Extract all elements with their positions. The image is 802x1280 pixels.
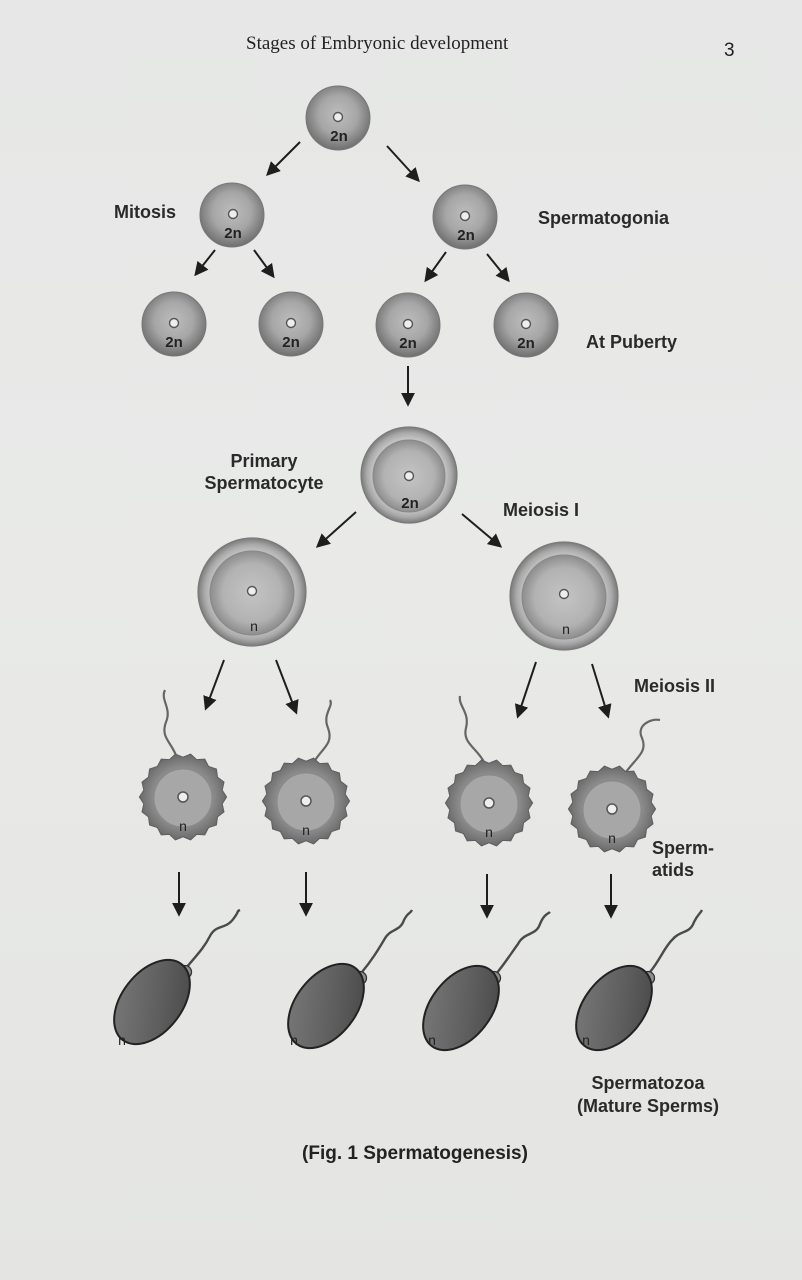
nucleus-icon: [246, 585, 258, 597]
nucleus-icon: [227, 208, 239, 220]
tail-icon: [458, 695, 487, 765]
arrow: [591, 663, 612, 719]
tail-icon: [162, 689, 179, 759]
sperm-head-icon: [287, 962, 365, 1050]
arrow: [275, 659, 299, 715]
spermatogonium-cell: 2n: [258, 291, 324, 357]
arrow: [386, 145, 420, 183]
arrow: [194, 249, 216, 277]
arrow: [424, 251, 447, 283]
arrow: [461, 513, 503, 548]
spermatogonium-cell: 2n: [375, 292, 441, 358]
nucleus-icon: [300, 795, 312, 807]
spermatogonium-cell: 2n: [141, 291, 207, 357]
tail-icon: [313, 699, 332, 763]
ploidy-label: n: [485, 824, 493, 840]
ploidy-label: n: [302, 822, 310, 838]
sperm-head-icon: [422, 964, 500, 1052]
ploidy-label: 2n: [457, 227, 475, 244]
ploidy-label: n: [290, 1032, 298, 1048]
flagellum-icon: [649, 909, 704, 973]
nucleus-icon: [285, 317, 297, 329]
flagellum-icon: [495, 911, 551, 975]
spermatozoon: n: [575, 909, 704, 1052]
label-spermatogonia: Spermatogonia: [538, 208, 670, 228]
ploidy-label: n: [582, 1032, 590, 1048]
flagellum-icon: [361, 909, 414, 973]
arrow: [266, 141, 301, 176]
spermatozoon: n: [113, 908, 241, 1048]
flagellum-icon: [185, 908, 241, 969]
spermatid-cell: n: [567, 718, 661, 853]
secondary-spermatocyte-cell-right: n: [509, 541, 619, 651]
nucleus-icon: [606, 803, 618, 815]
spermatid-cell: n: [138, 689, 228, 841]
nucleus-icon: [402, 318, 414, 330]
nucleus-icon: [332, 111, 344, 123]
ploidy-label: 2n: [517, 335, 535, 352]
ploidy-label: 2n: [165, 334, 183, 351]
label-mitosis: Mitosis: [114, 202, 176, 222]
label-mature-sperms: (Mature Sperms): [577, 1096, 719, 1116]
arrow: [203, 659, 225, 711]
nucleus-icon: [558, 588, 570, 600]
ploidy-label: 2n: [330, 128, 348, 145]
spermatogonium-cell-right: 2n: [432, 184, 498, 250]
label-primary: Primary: [230, 451, 297, 471]
secondary-spermatocyte-cell-left: n: [197, 537, 307, 647]
tail-icon: [625, 718, 661, 773]
ploidy-label: 2n: [399, 335, 417, 352]
nucleus-icon: [177, 791, 189, 803]
primary-spermatocyte-cell: 2n: [360, 426, 458, 524]
nucleus-icon: [459, 210, 471, 222]
ploidy-label: 2n: [224, 225, 242, 242]
label-meiosis-1: Meiosis I: [503, 500, 579, 520]
label-spermatozoa: Spermatozoa: [591, 1073, 705, 1093]
label-at-puberty: At Puberty: [586, 332, 677, 352]
label-spermatocyte: Spermatocyte: [204, 473, 323, 493]
ploidy-label: n: [608, 830, 616, 846]
sperm-head-icon: [575, 964, 653, 1052]
page-number: 3: [724, 40, 735, 61]
figure-caption: (Fig. 1 Spermatogenesis): [302, 1143, 528, 1164]
ploidy-label: n: [179, 818, 187, 834]
spermatozoon: n: [422, 911, 551, 1052]
spermatogonium-cell-top: 2n: [305, 85, 371, 151]
running-title: Stages of Embryonic development: [246, 33, 509, 54]
label-spermatids-2: atids: [652, 860, 694, 880]
spermatozoon: n: [287, 909, 414, 1050]
arrow: [486, 253, 510, 283]
label-spermatids-1: Sperm-: [652, 838, 714, 858]
spermatid-cell: n: [444, 695, 534, 847]
sperm-head-icon: [113, 958, 191, 1046]
spermatogonium-cell: 2n: [493, 292, 559, 358]
arrow: [315, 511, 357, 548]
arrow: [253, 249, 275, 279]
ploidy-label: n: [118, 1032, 126, 1048]
arrow: [514, 661, 537, 719]
spermatogonium-cell-left: 2n: [199, 182, 265, 248]
ploidy-label: n: [562, 621, 570, 637]
ploidy-label: 2n: [282, 334, 300, 351]
ploidy-label: n: [428, 1032, 436, 1048]
nucleus-icon: [403, 470, 415, 482]
nucleus-icon: [168, 317, 180, 329]
label-meiosis-2: Meiosis II: [634, 676, 715, 696]
spermatid-cell: n: [261, 699, 351, 845]
nucleus-icon: [520, 318, 532, 330]
nucleus-icon: [483, 797, 495, 809]
ploidy-label: n: [250, 618, 258, 634]
ploidy-label: 2n: [401, 495, 419, 512]
